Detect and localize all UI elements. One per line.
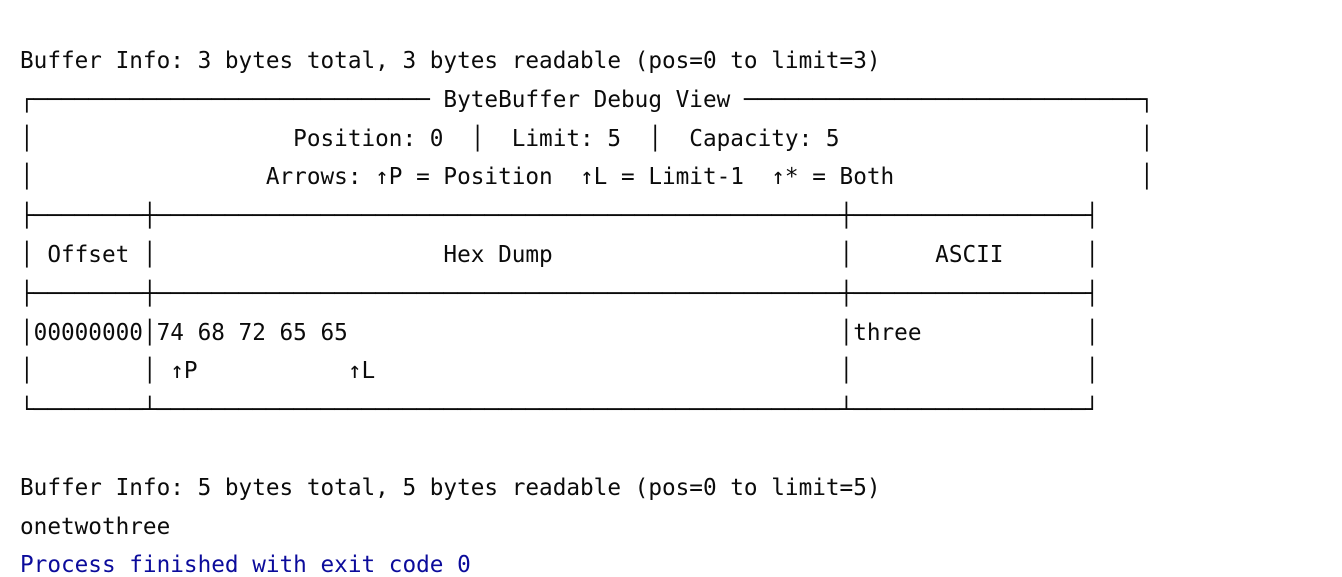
hex-dump-row-line: │00000000│74 68 72 65 65 │three │ [20,319,1100,346]
stdout-result-line: onetwothree [20,513,171,540]
box-top-border-line: ┌───────────────────────────── ByteBuffe… [20,86,1154,113]
pointer-row-line: │ │ ↑P ↑L │ │ [20,358,1100,385]
process-exit-line: Process finished with exit code 0 [20,552,471,577]
table-border-bottom-line: └────────┴──────────────────────────────… [20,397,1100,424]
arrow-legend-line: │ Arrows: ↑P = Position ↑L = Limit-1 ↑* … [20,164,1154,191]
buffer-stats-line: │ Position: 0 │ Limit: 5 │ Capacity: 5 │ [20,125,1154,152]
table-border-top-line: ├────────┼──────────────────────────────… [20,203,1100,230]
table-border-mid-line: ├────────┼──────────────────────────────… [20,280,1100,307]
table-header-line: │ Offset │ Hex Dump │ ASCII │ [20,241,1100,268]
blank-line [20,430,1342,469]
buffer-info-line-2: Buffer Info: 5 bytes total, 5 bytes read… [20,474,881,501]
buffer-info-line-1: Buffer Info: 3 bytes total, 3 bytes read… [20,48,881,74]
